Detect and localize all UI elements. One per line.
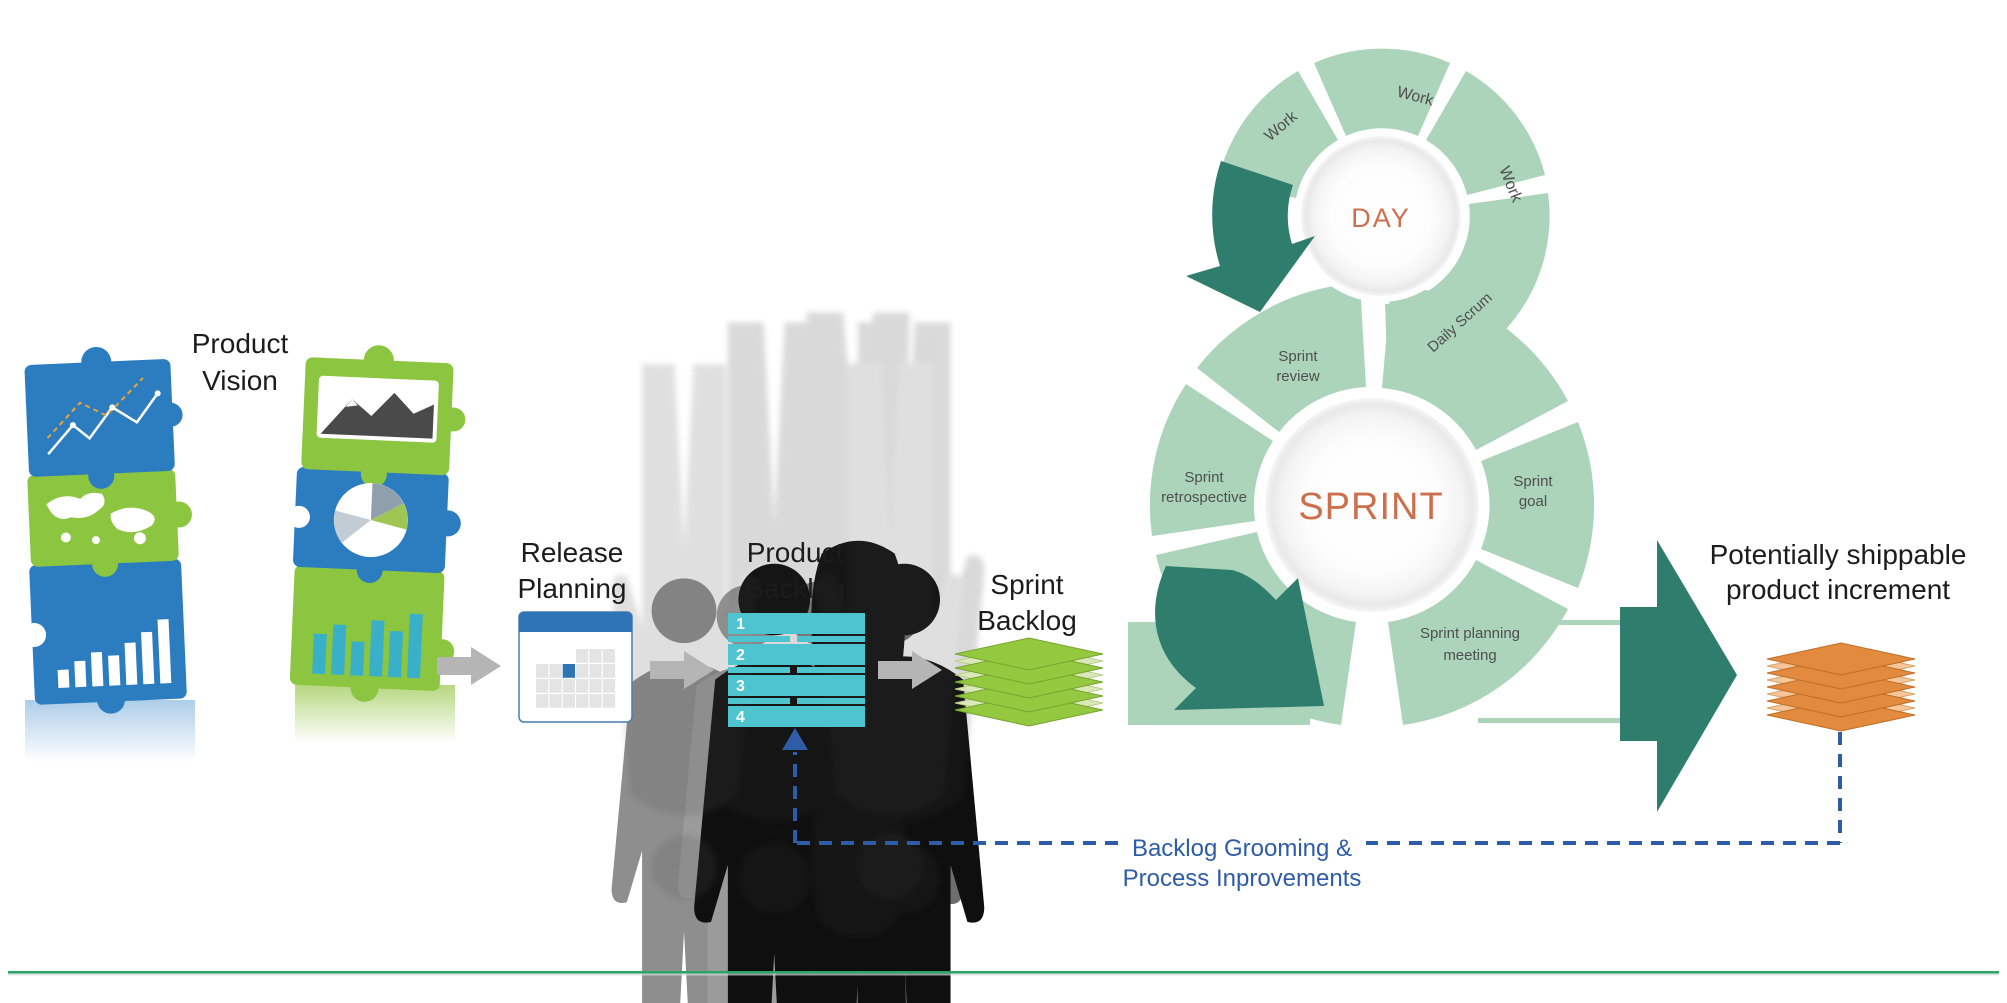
increment-stack-icon [1766,642,1916,732]
backlog-row-number: 1 [736,616,745,633]
feedback-label-2: Process Inprovements [1123,865,1362,892]
segment-daily-scrum-lower [1382,284,1568,450]
calendar-selected-day [562,664,575,678]
day-circle [1301,136,1461,296]
mountain-chart-glyph [316,375,439,443]
increment-output-arrow-icon [1620,540,1737,812]
day-center-label: DAY [1351,203,1411,233]
product-vision-label-2: Vision [202,365,278,396]
product-backlog-label-2: Backlog [745,573,845,604]
segment-sprint-planning [1388,560,1568,725]
cycle-right-line-bottom [1478,718,1624,723]
sprint-retro-label-2: retrospective [1161,489,1247,506]
backlog-row-number: 4 [736,709,745,726]
product-backlog-icon: 1 2 3 4 [728,613,865,727]
product-vision-group [22,312,985,1003]
release-planning-label-1: Release [521,537,624,568]
bar-chart-glyph-right [312,613,423,679]
cycle-right-line-top [1552,620,1624,625]
increment-label-1: Potentially shippable [1710,539,1967,570]
sprint-center-label: SPRINT [1298,486,1443,528]
segment-sprint-review [1197,283,1366,432]
sprint-cycle-arrow-icon [1155,566,1324,710]
product-backlog-label-1: Product [747,537,844,568]
sprint-goal-label-1: Sprint [1513,473,1553,490]
sprint-backlog-stack-icon [954,637,1104,727]
calendar-grid [536,649,616,708]
sprint-review-label-2: review [1276,368,1320,385]
figure-eight-cycle: DAY SPRINT Work Work Work Daily Scrum Sp… [1128,48,1624,725]
feedback-arrowhead-icon [782,728,808,750]
sprint-retro-label-1: Sprint [1184,469,1224,486]
segment-work-1 [1218,71,1338,198]
day-ring [1218,48,1550,384]
feedback-dashed-line [782,728,1842,845]
segment-work-2 [1314,48,1450,136]
segment-sprint-retrospective [1149,384,1273,536]
release-planning-label-2: Planning [518,573,627,604]
calendar-icon [518,611,633,723]
sprint-backlog-label-1: Sprint [990,569,1063,600]
line-chart-glyph [46,377,161,455]
pie-chart-glyph [333,483,408,558]
divider-line [8,971,1999,976]
sprint-circle [1265,398,1479,612]
product-vision-label-1: Product [192,328,289,359]
sprint-planning-label-2: meeting [1443,647,1496,664]
world-map-glyph [46,492,155,545]
puzzle-tower-right [287,345,466,702]
segment-sprint-goal [1481,422,1595,588]
bar-chart-glyph-left [57,619,172,688]
sprint-planning-label-1: Sprint planning [1420,625,1520,642]
segment-work-3 [1426,71,1545,195]
puzzle-tower-left [22,346,192,714]
backlog-row-number: 2 [736,647,745,664]
day-cycle-arrow-icon [1186,161,1315,312]
feedback-label-1: Backlog Grooming & [1132,835,1352,862]
sprint-review-label-1: Sprint [1278,348,1318,365]
cycle-centers [1258,130,1486,619]
backlog-row-number: 3 [736,678,745,695]
sprint-goal-label-2: goal [1519,493,1547,510]
increment-label-2: product increment [1726,574,1950,605]
sprint-backlog-label-2: Backlog [977,605,1077,636]
